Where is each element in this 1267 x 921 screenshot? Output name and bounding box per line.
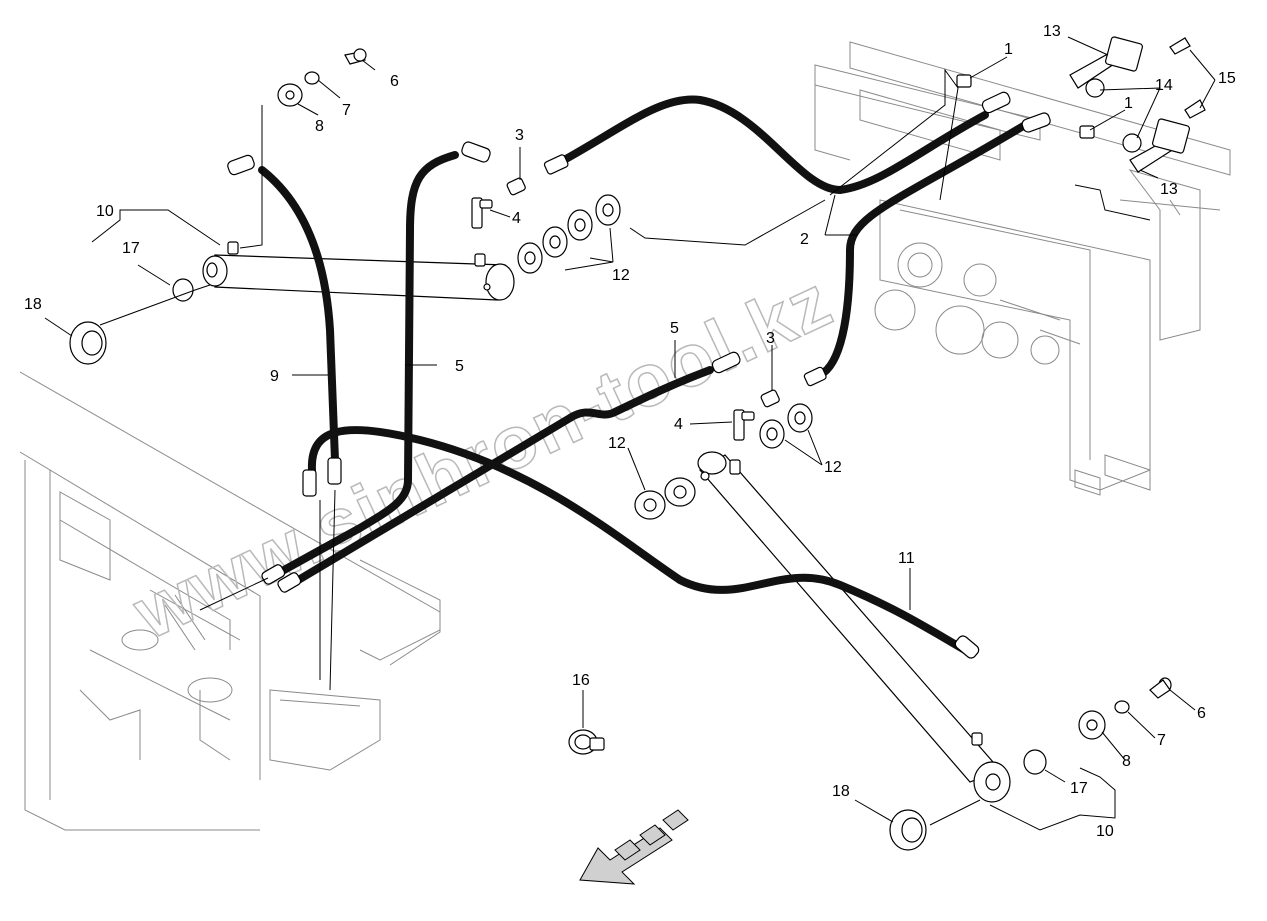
hardware [69,36,1206,851]
callout-17b: 17 [1070,780,1088,797]
hose-2-lower [816,121,1029,379]
hose-fittings [227,74,1095,659]
callout-5a: 5 [670,320,679,337]
callout-11: 11 [898,550,915,567]
callout-labels: 1 1 2 3 3 4 4 5 5 6 6 7 7 8 8 9 10 10 11… [24,23,1236,840]
callout-4b: 4 [674,416,683,433]
callout-9: 9 [270,368,279,385]
callout-8b: 8 [1122,753,1131,770]
callout-5b: 5 [455,358,464,375]
callout-4a: 4 [512,210,521,227]
hose-11 [307,426,969,654]
upper-hydraulic-cylinder [202,241,515,301]
callout-12b: 12 [608,435,626,452]
callout-13b: 13 [1160,181,1178,198]
callout-6a: 6 [390,73,399,90]
hydraulic-hoses [258,95,1029,654]
machine-frame-right [814,41,1231,496]
callout-18a: 18 [24,296,42,313]
callout-17a: 17 [122,240,140,257]
machine-frame-left [19,371,441,831]
callout-14: 14 [1155,77,1173,94]
hose-9 [258,166,339,464]
callout-16: 16 [572,672,590,689]
callout-18b: 18 [832,783,850,800]
callout-7b: 7 [1157,732,1166,749]
callout-1b: 1 [1124,95,1133,112]
callout-3b: 3 [766,330,775,347]
callout-15: 15 [1218,70,1236,87]
callout-12a: 12 [612,267,630,284]
direction-arrow [579,809,689,885]
hose-2-upper [551,95,989,194]
callout-3a: 3 [515,127,524,144]
callout-8a: 8 [315,118,324,135]
hose-5-upper [271,151,459,579]
callout-12c: 12 [824,459,842,476]
washers [517,194,813,520]
callout-10a: 10 [96,203,114,220]
callout-7a: 7 [342,102,351,119]
callout-6b: 6 [1197,705,1206,722]
leader-lines [44,36,1216,831]
callout-13a: 13 [1043,23,1061,40]
callout-1a: 1 [1004,41,1013,58]
lower-hydraulic-cylinder [697,451,1011,803]
callout-10b: 10 [1096,823,1114,840]
callout-2: 2 [800,231,809,248]
hose-5-lower [286,366,714,589]
